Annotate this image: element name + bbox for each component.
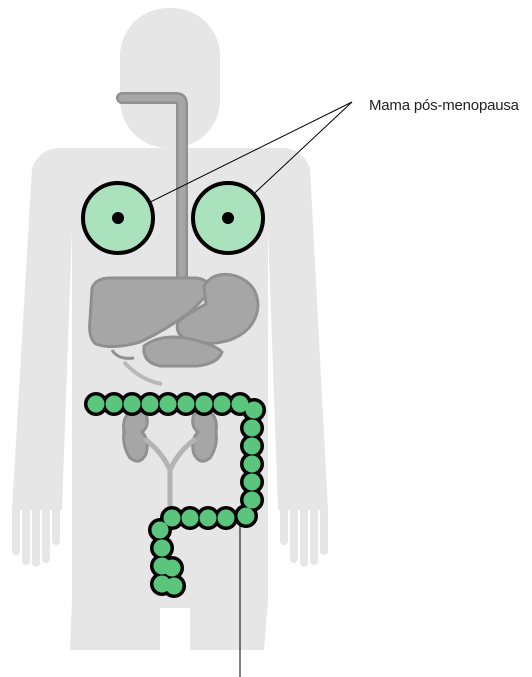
colon-segment xyxy=(152,522,169,539)
head xyxy=(120,8,220,148)
colon-segment xyxy=(142,396,159,413)
colon-segment xyxy=(106,396,123,413)
colon-segment xyxy=(166,578,183,595)
left-breast xyxy=(83,183,153,253)
right-kidney xyxy=(193,408,217,461)
colon-segment xyxy=(246,402,263,419)
colon-segment xyxy=(244,474,261,491)
right-breast xyxy=(193,183,263,253)
colon-segment xyxy=(164,510,181,527)
colon-segment xyxy=(124,396,141,413)
colon-segment xyxy=(88,396,105,413)
left-kidney xyxy=(124,408,148,461)
colon-segment xyxy=(160,396,177,413)
right-nipple-dot xyxy=(222,212,234,224)
colon-segment xyxy=(244,456,261,473)
colon-segment xyxy=(238,508,255,525)
breast-post-menopause-label: Mama pós-menopausa xyxy=(369,97,519,114)
colon-segment xyxy=(244,420,261,437)
colon-segment xyxy=(244,438,261,455)
colon-segment xyxy=(182,510,199,527)
left-nipple-dot xyxy=(112,212,124,224)
colon-segment xyxy=(200,510,217,527)
right-hand xyxy=(280,505,328,567)
colon-segment xyxy=(218,510,235,527)
colon-segment xyxy=(154,540,171,557)
colon-segment xyxy=(214,396,231,413)
colon-segment xyxy=(196,396,213,413)
colon-segment xyxy=(164,560,181,577)
left-hand xyxy=(12,505,60,567)
colon-segment xyxy=(244,492,261,509)
colon-segment xyxy=(178,396,195,413)
